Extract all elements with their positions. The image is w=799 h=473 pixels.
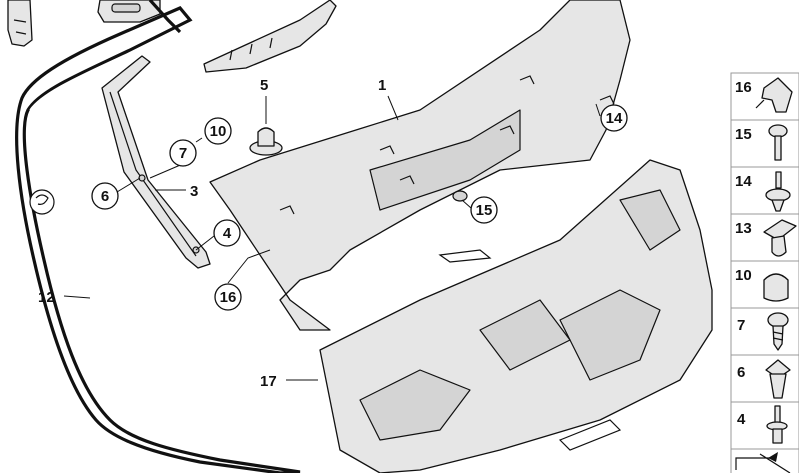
clip-nut-icon <box>763 219 797 257</box>
legend-cell-15: 15 <box>730 119 799 168</box>
callout-12: 12 <box>38 289 55 306</box>
callout-17: 17 <box>260 373 277 390</box>
svg-text:10: 10 <box>210 123 227 140</box>
svg-text:4: 4 <box>737 411 746 428</box>
top-handle-part <box>97 0 161 23</box>
legend-cell-symbol <box>730 448 799 473</box>
clip-bracket-icon <box>761 77 793 113</box>
svg-text:4: 4 <box>223 225 232 242</box>
trunk-lid-trim-panel <box>209 0 631 331</box>
push-clip-icon <box>765 171 791 212</box>
spreading-nut-icon <box>765 359 791 399</box>
legend-cell-13: 13 <box>730 213 799 262</box>
svg-text:13: 13 <box>735 220 752 237</box>
svg-text:7: 7 <box>737 317 745 334</box>
svg-text:16: 16 <box>735 79 752 96</box>
callout-14: 14 <box>600 104 628 132</box>
svg-text:6: 6 <box>101 188 109 205</box>
callout-16: 16 <box>214 283 242 311</box>
callout-15: 15 <box>470 196 498 224</box>
expanding-rivet-icon <box>768 124 788 161</box>
callout-3: 3 <box>190 183 198 200</box>
cap-part-5 <box>249 127 283 156</box>
svg-text:15: 15 <box>476 202 493 219</box>
svg-text:7: 7 <box>179 145 187 162</box>
svg-text:14: 14 <box>606 110 623 127</box>
legend-cell-6: 6 <box>730 354 799 403</box>
legend-cell-7: 7 <box>730 307 799 356</box>
svg-text:15: 15 <box>735 126 752 143</box>
callout-10: 10 <box>204 117 232 145</box>
gasket-seal <box>15 6 301 473</box>
clip-detail-icon <box>29 189 55 215</box>
callout-5: 5 <box>260 77 268 94</box>
top-clip-part <box>7 0 33 47</box>
callout-7: 7 <box>169 139 197 167</box>
parts-legend: 16 15 14 13 <box>730 72 799 473</box>
side-trim-strip <box>101 55 211 269</box>
callout-1: 1 <box>378 77 386 94</box>
legend-cell-4: 4 <box>730 401 799 450</box>
screw-icon <box>767 312 789 351</box>
svg-text:6: 6 <box>737 364 745 381</box>
legend-cell-14: 14 <box>730 166 799 215</box>
inner-trunk-panel <box>319 159 713 473</box>
callout-4: 4 <box>213 219 241 247</box>
cap-icon <box>763 273 789 302</box>
svg-text:10: 10 <box>735 267 752 284</box>
svg-text:14: 14 <box>735 173 752 190</box>
legend-cell-10: 10 <box>730 260 799 309</box>
callout-6: 6 <box>91 182 119 210</box>
legend-cell-16: 16 <box>730 72 799 121</box>
svg-text:16: 16 <box>220 289 237 306</box>
stud-icon <box>766 405 788 444</box>
trim-strip-top <box>203 0 337 73</box>
